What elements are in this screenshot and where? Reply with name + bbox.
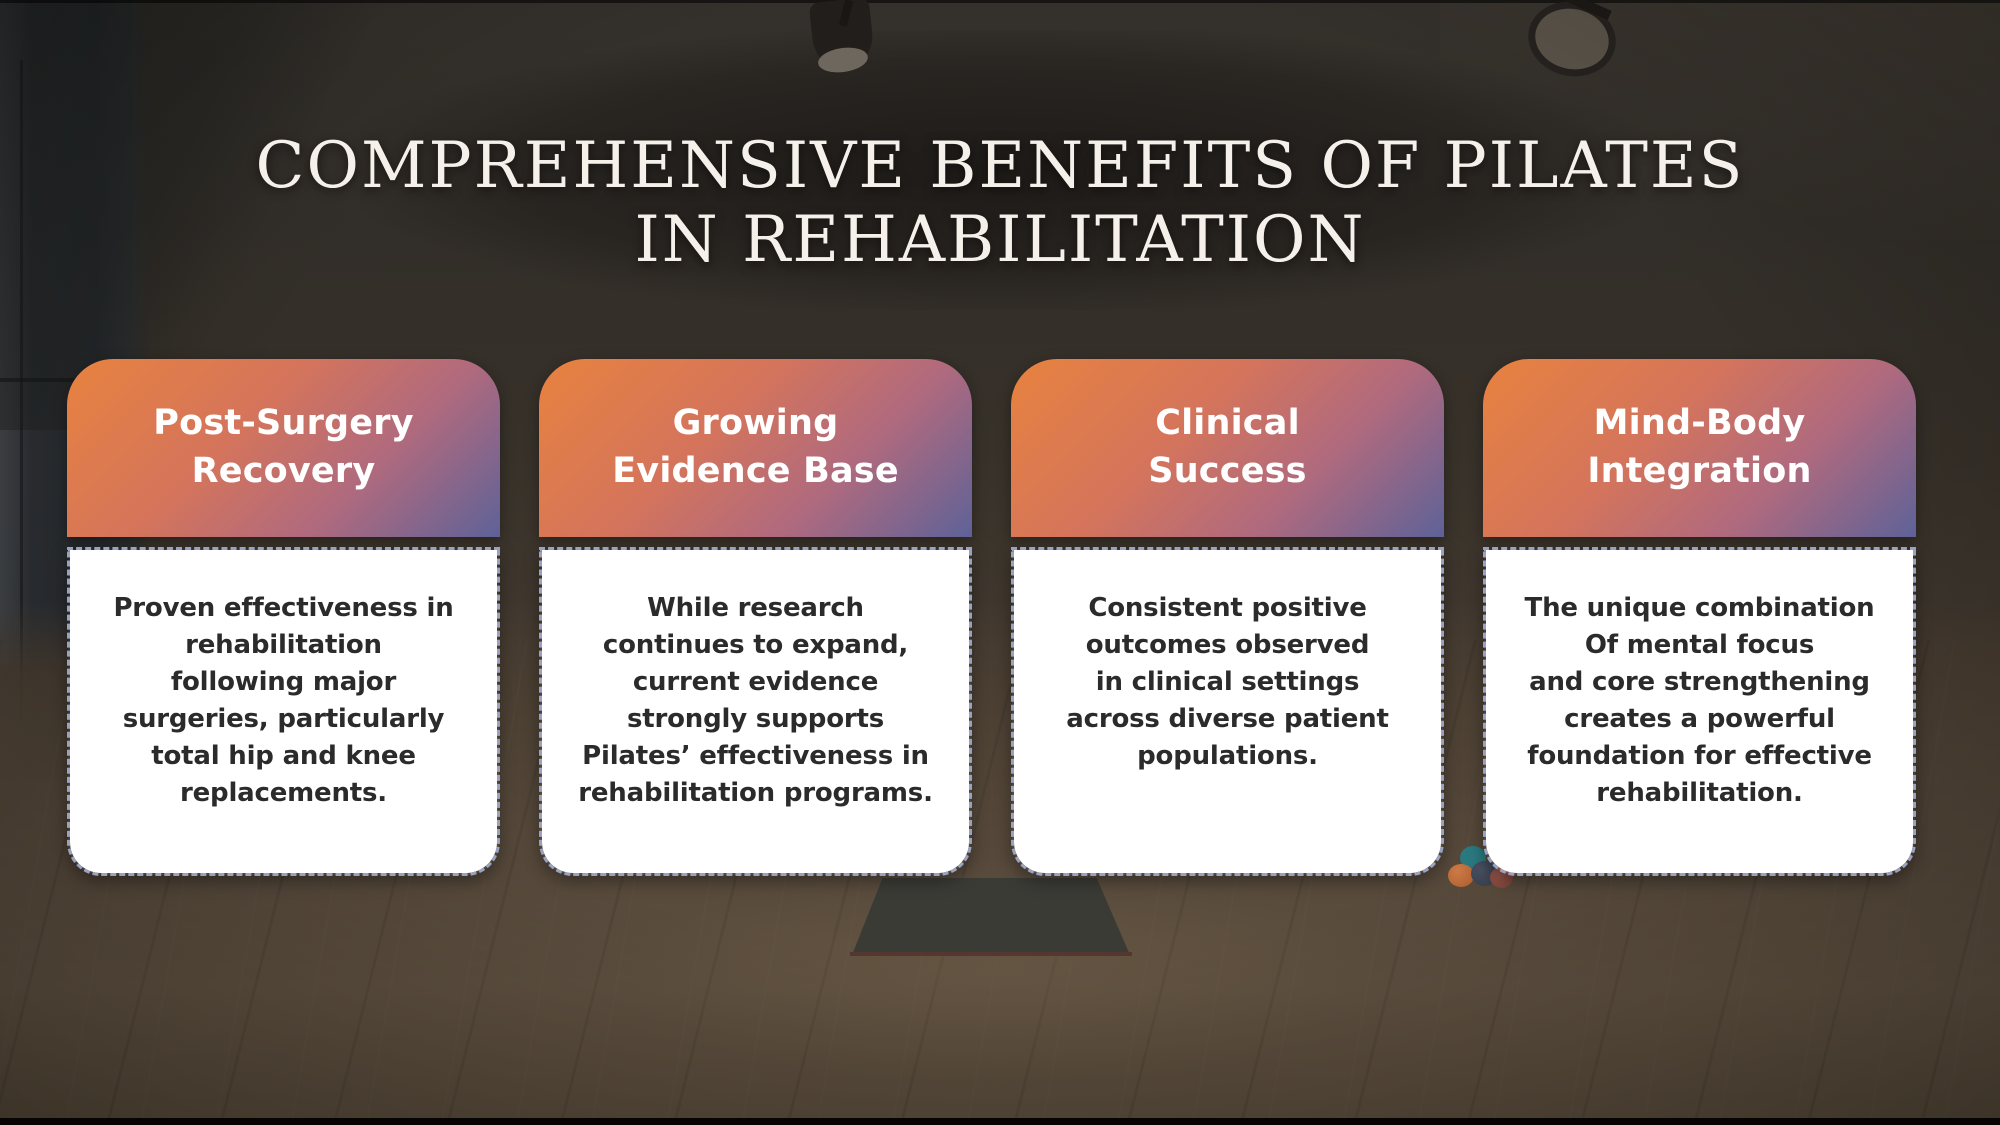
- spotlight-icon: [1521, 0, 1623, 85]
- card-title: Clinical Success: [1011, 359, 1444, 537]
- card-body-text: Consistent positive outcomes observed in…: [1011, 547, 1444, 876]
- floor-light-patch: [600, 860, 1400, 1080]
- page-title: COMPREHENSIVE BENEFITS OF PILATES IN REH…: [0, 129, 2000, 277]
- spotlight-icon: [808, 0, 876, 69]
- page-title-line2: IN REHABILITATION: [634, 203, 1366, 278]
- spotlight-face: [816, 44, 870, 76]
- card-title: Post-Surgery Recovery: [67, 359, 500, 537]
- benefit-cards-row: Post-Surgery Recovery Proven effectivene…: [67, 359, 1916, 876]
- card-body-text: Proven effectiveness in rehabilitation f…: [67, 547, 500, 876]
- top-edge-line: [0, 0, 2000, 3]
- spotlight-arm: [1560, 0, 1612, 21]
- card-body-text: While research continues to expand, curr…: [539, 547, 972, 876]
- spotlight-arm: [838, 0, 854, 27]
- card-growing-evidence-base: Growing Evidence Base While research con…: [539, 359, 972, 876]
- exercise-mat: [852, 878, 1130, 955]
- bottom-black-strip: [0, 1118, 2000, 1125]
- card-mind-body-integration: Mind-Body Integration The unique combina…: [1483, 359, 1916, 876]
- card-body-text: The unique combination Of mental focus a…: [1483, 547, 1916, 876]
- page-title-line1: COMPREHENSIVE BENEFITS OF PILATES: [255, 128, 1745, 203]
- card-title: Mind-Body Integration: [1483, 359, 1916, 537]
- card-clinical-success: Clinical Success Consistent positive out…: [1011, 359, 1444, 876]
- card-post-surgery-recovery: Post-Surgery Recovery Proven effectivene…: [67, 359, 500, 876]
- card-title: Growing Evidence Base: [539, 359, 972, 537]
- exercise-mat-edge: [850, 952, 1132, 956]
